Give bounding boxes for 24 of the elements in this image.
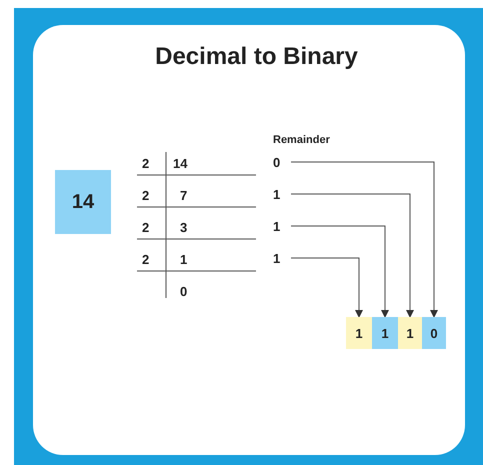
arrow [290, 162, 438, 318]
division-number: 3 [180, 221, 188, 234]
division-number: 0 [180, 285, 188, 298]
division-number: 2 [142, 189, 150, 202]
division-number: 2 [142, 221, 150, 234]
arrow [290, 194, 414, 318]
number-box: 14 [55, 170, 111, 234]
binary-digit-box: 0 [422, 317, 446, 349]
division-number: 7 [180, 189, 188, 202]
title: Decimal to Binary [154, 45, 359, 69]
division-number: 14 [173, 157, 188, 170]
division-number: 2 [142, 157, 150, 170]
division-number: 2 [142, 253, 150, 266]
binary-digit-box: 1 [346, 317, 372, 349]
remainder-digit: 1 [273, 249, 287, 267]
binary-digit-box: 1 [372, 317, 398, 349]
arrow [290, 258, 363, 318]
column-header: Remainder [273, 135, 330, 146]
remainder-digit: 0 [273, 153, 287, 171]
binary-digit-box: 1 [398, 317, 422, 349]
division-number: 1 [180, 253, 188, 266]
arrow [290, 226, 389, 318]
remainder-digit: 1 [273, 217, 287, 235]
remainder-digit: 1 [273, 185, 287, 203]
